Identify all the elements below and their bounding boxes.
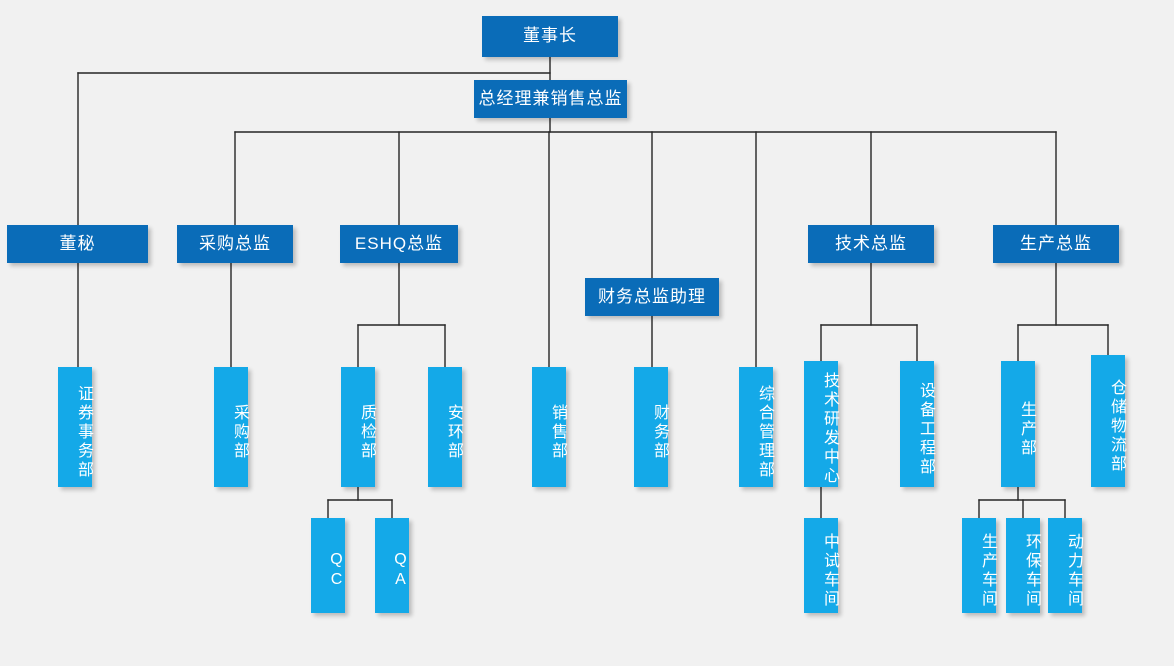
org-node-label: 中试车间: [821, 532, 838, 609]
org-node-label: 证券事务部: [75, 384, 92, 480]
org-node-label: 采购总监: [199, 233, 271, 253]
org-node-qc_team[interactable]: QC: [311, 518, 345, 613]
org-node-label: 财务部: [651, 403, 668, 461]
org-node-finance_dept[interactable]: 财务部: [634, 367, 668, 487]
org-node-label: 总经理兼销售总监: [478, 88, 623, 108]
org-node-purchasing_dept[interactable]: 采购部: [214, 367, 248, 487]
org-node-equipment_dept[interactable]: 设备工程部: [900, 361, 934, 487]
org-node-qc_dept[interactable]: 质检部: [341, 367, 375, 487]
org-node-label: 销售部: [549, 403, 566, 461]
org-node-label: 综合管理部: [756, 384, 773, 480]
org-node-label: 仓储物流部: [1108, 378, 1125, 474]
org-node-pilot_workshop[interactable]: 中试车间: [804, 518, 838, 613]
org-node-tech_dir[interactable]: 技术总监: [808, 225, 934, 263]
org-node-prod_workshop[interactable]: 生产车间: [962, 518, 996, 613]
org-node-label: 质检部: [358, 403, 375, 461]
org-node-chairman[interactable]: 董事长: [482, 16, 618, 57]
org-node-gm_sales[interactable]: 总经理兼销售总监: [474, 80, 627, 118]
org-node-label: QA: [392, 550, 409, 591]
org-node-label: 安环部: [445, 403, 462, 461]
org-node-securities_dept[interactable]: 证券事务部: [58, 367, 92, 487]
org-node-safety_dept[interactable]: 安环部: [428, 367, 462, 487]
org-node-label: 动力车间: [1065, 532, 1082, 609]
org-node-production_dept[interactable]: 生产部: [1001, 361, 1035, 487]
org-node-rnd_center[interactable]: 技术研发中心: [804, 361, 838, 487]
org-node-production_dir[interactable]: 生产总监: [993, 225, 1119, 263]
org-node-purchasing_dir[interactable]: 采购总监: [177, 225, 293, 263]
org-node-warehouse_dept[interactable]: 仓储物流部: [1091, 355, 1125, 487]
org-node-label: 设备工程部: [917, 381, 934, 477]
org-node-label: 技术研发中心: [821, 372, 838, 486]
org-node-board_secretary[interactable]: 董秘: [7, 225, 148, 263]
org-node-label: 生产总监: [1020, 233, 1092, 253]
org-node-label: 董事长: [523, 26, 577, 46]
org-node-qa_team[interactable]: QA: [375, 518, 409, 613]
org-node-label: QC: [328, 550, 345, 591]
org-node-label: 环保车间: [1023, 532, 1040, 609]
org-node-sales_dept[interactable]: 销售部: [532, 367, 566, 487]
org-node-label: 生产部: [1018, 400, 1035, 458]
org-node-finance_asst[interactable]: 财务总监助理: [585, 278, 719, 316]
org-node-eshq_dir[interactable]: ESHQ总监: [340, 225, 458, 263]
org-node-label: ESHQ总监: [354, 233, 444, 253]
org-node-label: 采购部: [231, 403, 248, 461]
org-node-general_admin[interactable]: 综合管理部: [739, 367, 773, 487]
org-node-label: 董秘: [59, 233, 96, 253]
org-node-label: 技术总监: [835, 233, 907, 253]
org-node-label: 财务总监助理: [598, 286, 706, 306]
org-node-label: 生产车间: [979, 532, 996, 609]
org-node-env_workshop[interactable]: 环保车间: [1006, 518, 1040, 613]
org-node-power_workshop[interactable]: 动力车间: [1048, 518, 1082, 613]
